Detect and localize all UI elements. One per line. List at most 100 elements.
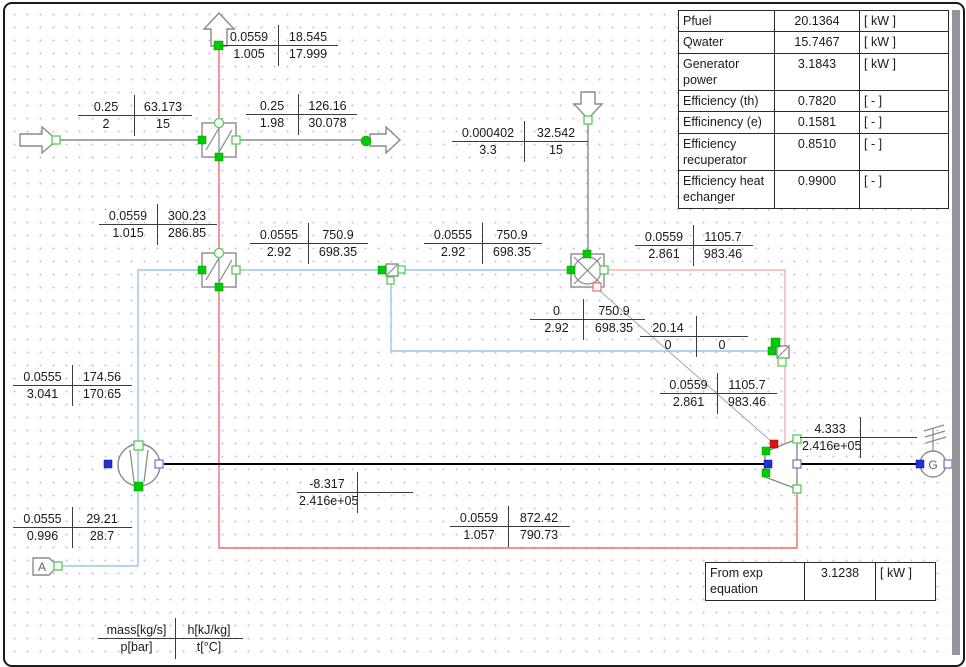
water-inlet-arrow-icon[interactable] xyxy=(19,125,59,155)
generator[interactable]: G xyxy=(919,424,947,478)
port-comp-top[interactable] xyxy=(133,440,144,451)
splitter-node[interactable] xyxy=(385,263,399,277)
result-value: 0.8510 xyxy=(774,132,860,171)
compressor[interactable] xyxy=(117,443,161,487)
label-cell: 0.25 xyxy=(93,100,119,114)
label-cell: 15 xyxy=(156,117,170,131)
port-valve-bottom[interactable] xyxy=(777,357,787,367)
port-hxw-left[interactable] xyxy=(197,135,207,145)
result-label: Generator power xyxy=(678,52,775,91)
source-a-label: A xyxy=(38,560,46,574)
port-comp-bottom[interactable] xyxy=(133,481,144,492)
result-unit: [ kW ] xyxy=(859,9,949,33)
port-split-bottom[interactable] xyxy=(386,276,395,285)
port-split-right[interactable] xyxy=(397,265,406,274)
power-label-generator-shaft: 4.333 2.416e+05 xyxy=(800,417,917,458)
label-cell: 0.996 xyxy=(26,529,59,543)
port-valve-left[interactable] xyxy=(767,346,777,356)
port-comb-left[interactable] xyxy=(566,265,576,275)
port-fuel-in[interactable] xyxy=(583,115,593,125)
port-comb-right[interactable] xyxy=(599,265,609,275)
legend-cell: p[bar] xyxy=(120,640,153,654)
table-row: Efficinency (e) 0.1581 [ - ] xyxy=(678,111,949,134)
pipe-bypass[interactable] xyxy=(390,278,770,352)
port-rec-right[interactable] xyxy=(231,265,241,275)
label-cell: 1.015 xyxy=(112,226,144,240)
fuel-inlet-arrow-icon[interactable] xyxy=(572,91,604,121)
pipe-compressed-air[interactable] xyxy=(137,269,202,445)
result-label: Efficinency (e) xyxy=(678,111,775,134)
label-cell: 30.078 xyxy=(308,116,347,130)
label-cell: 0.0559 xyxy=(108,209,148,223)
port-turb-top[interactable] xyxy=(792,434,802,444)
result-unit: [ kW ] xyxy=(875,562,936,601)
pipe-air-suction[interactable] xyxy=(62,483,139,567)
result-label: Efficiency (th) xyxy=(678,89,775,113)
label-cell: 2.861 xyxy=(648,247,680,261)
label-cell xyxy=(860,421,917,437)
canvas-edge xyxy=(952,10,960,655)
exp-equation-table[interactable]: From exp equation 3.1238 [ kW ] xyxy=(705,562,936,601)
port-rec-left[interactable] xyxy=(197,265,207,275)
pipe-combustor-outlet[interactable] xyxy=(606,269,786,444)
port-turb-shaft-left[interactable] xyxy=(763,459,773,469)
result-unit: [ kW ] xyxy=(859,52,949,91)
water-outlet-arrow-icon[interactable] xyxy=(369,125,402,155)
port-comp-shaft-right[interactable] xyxy=(154,459,164,469)
power-label-compressor-shaft: -8.317 2.416e+05 xyxy=(297,472,413,513)
signal-line-combustor-turbine[interactable] xyxy=(599,290,773,443)
port-comp-shaft-left[interactable] xyxy=(103,459,113,469)
result-value: 3.1238 xyxy=(804,562,876,601)
stack-outlet-arrow-icon[interactable] xyxy=(202,11,236,47)
port-rec-top[interactable] xyxy=(213,247,225,259)
bypass-valve[interactable] xyxy=(776,345,790,359)
legend-cell: t[°C] xyxy=(196,640,222,654)
label-cell: 2.861 xyxy=(672,395,705,409)
table-row: Qwater 15.7467 [ kW ] xyxy=(678,31,949,54)
label-cell: 18.545 xyxy=(288,30,328,44)
label-cell: 0 xyxy=(553,304,560,318)
port-water-in[interactable] xyxy=(51,135,61,145)
result-unit: [ kW ] xyxy=(859,31,949,54)
label-cell: 20.14 xyxy=(652,321,684,335)
pipe-exhaust-gas[interactable] xyxy=(218,46,798,549)
port-turb-shaft-right[interactable] xyxy=(792,459,802,469)
port-comb-top[interactable] xyxy=(582,249,592,259)
label-cell: 2.92 xyxy=(544,321,569,335)
port-turb-outlet[interactable] xyxy=(792,484,802,494)
label-cell: 2.92 xyxy=(266,245,292,259)
port-water-out[interactable] xyxy=(360,135,372,147)
port-gen-right[interactable] xyxy=(943,459,953,469)
port-gen-left[interactable] xyxy=(915,459,925,469)
result-label: Efficiency heat echanger xyxy=(678,170,775,209)
label-cell: 0.0555 xyxy=(259,228,299,242)
port-comb-signal[interactable] xyxy=(592,282,602,292)
label-cell: 2.92 xyxy=(440,245,466,259)
port-turb-aux[interactable] xyxy=(761,468,771,478)
port-air-source[interactable] xyxy=(53,561,63,571)
pipes xyxy=(60,46,916,567)
combustor[interactable] xyxy=(570,253,605,288)
label-cell: 750.9 xyxy=(598,304,630,318)
port-hxw-right[interactable] xyxy=(231,135,241,145)
label-cell: 17.999 xyxy=(288,47,328,61)
port-split-left[interactable] xyxy=(377,265,387,275)
port-turb-signal[interactable] xyxy=(769,439,779,449)
table-row: Efficiency heat echanger 0.9900 [ - ] xyxy=(678,170,949,209)
generator-label: G xyxy=(928,458,937,472)
port-turb-inlet[interactable] xyxy=(761,446,771,456)
port-valve-top[interactable] xyxy=(770,337,781,348)
result-value: 0.9900 xyxy=(774,170,860,209)
port-hxw-top[interactable] xyxy=(213,117,225,129)
port-rec-bottom[interactable] xyxy=(214,282,224,292)
port-hxw-bottom[interactable] xyxy=(214,152,224,162)
results-table[interactable]: Pfuel 20.1364 [ kW ] Qwater 15.7467 [ kW… xyxy=(678,9,949,209)
label-cell: 2.416e+05 xyxy=(299,494,359,508)
